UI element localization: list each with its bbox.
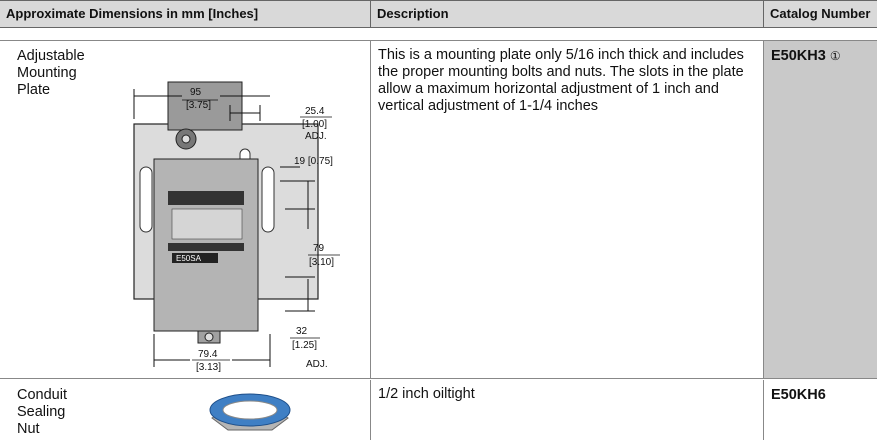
product-name: Conduit Sealing Nut [17, 387, 107, 438]
sealing-nut-image [209, 393, 291, 431]
dimensions-cell: Conduit Sealing Nut [0, 380, 371, 440]
table-row: Adjustable Mounting Plate E50SA [0, 40, 877, 379]
table-header: Approximate Dimensions in mm [Inches] De… [0, 0, 877, 28]
header-dimensions: Approximate Dimensions in mm [Inches] [0, 1, 371, 27]
nameplate-band [168, 191, 244, 205]
footnote-mark: ① [829, 49, 841, 63]
model-band [172, 253, 218, 263]
catalog-number-text: E50KH3 [771, 48, 826, 64]
dim-bottom-adj-mm: 32 [296, 326, 308, 337]
catalog-cell: E50KH6 [764, 380, 877, 440]
plate-slot-right [261, 166, 275, 233]
product-name: Adjustable Mounting Plate [17, 48, 107, 99]
nut-hole [222, 400, 278, 420]
mounting-plate-drawing: E50SA 95 [3.75] 25.4 [1.00] ADJ. 19 [0.7… [133, 81, 340, 373]
dim-vertical-in: [3.10] [309, 257, 334, 268]
base-screw [204, 332, 214, 342]
dim-top-adj-label: ADJ. [305, 131, 327, 142]
product-name-line: Conduit [17, 387, 67, 403]
dim-vertical-mm: 79 [313, 243, 325, 254]
table-row: Conduit Sealing Nut 1/2 inch oiltight E5… [0, 380, 877, 440]
plate-slot-left [139, 166, 153, 233]
product-name-line: Sealing [17, 404, 66, 420]
header-catalog-number: Catalog Number [770, 6, 871, 21]
description-cell: This is a mounting plate only 5/16 inch … [371, 41, 764, 378]
dim-offset: 19 [0.75] [294, 156, 333, 167]
switch-model-text: E50SA [176, 254, 202, 263]
rating-label [171, 208, 243, 240]
product-name-line: Mounting [17, 65, 77, 81]
description-cell: 1/2 inch oiltight [371, 380, 764, 440]
dimensions-cell: Adjustable Mounting Plate E50SA [0, 41, 371, 378]
header-description: Description [371, 1, 764, 27]
brand-band [168, 243, 244, 251]
description-text: This is a mounting plate only 5/16 inch … [378, 47, 744, 114]
dim-top-adj-in: [1.00] [302, 119, 327, 130]
catalog-number: E50KH6 [771, 387, 826, 403]
dim-width-in: [3.75] [186, 100, 211, 111]
product-name-line: Nut [17, 421, 40, 437]
dim-top-adj-mm: 25.4 [305, 106, 325, 117]
product-name-line: Adjustable [17, 48, 85, 64]
dim-bottom-adj-in: [1.25] [292, 340, 317, 351]
dim-bottom-width-mm: 79.4 [198, 349, 218, 360]
dim-bottom-adj-label: ADJ. [306, 359, 328, 370]
product-name-line: Plate [17, 82, 51, 98]
description-text: 1/2 inch oiltight [378, 386, 475, 402]
dim-width-mm: 95 [190, 87, 202, 98]
shaft-center [181, 134, 191, 144]
dim-bottom-width-in: [3.13] [196, 362, 221, 373]
